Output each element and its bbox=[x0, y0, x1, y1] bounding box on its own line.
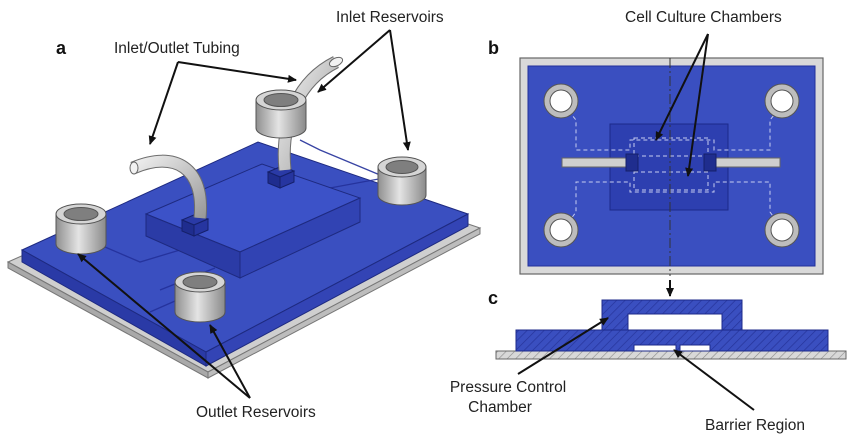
reservoir-bottom bbox=[174, 271, 226, 323]
annotation-arrows-b bbox=[655, 33, 709, 297]
label-pressure-control-line2: Chamber bbox=[468, 399, 532, 416]
label-barrier-region: Barrier Region bbox=[705, 417, 805, 434]
barrier-cavity-right bbox=[679, 344, 711, 352]
tubing-left bbox=[129, 154, 208, 219]
panel-c-letter: c bbox=[488, 288, 498, 308]
label-cell-culture-chambers: Cell Culture Chambers bbox=[625, 9, 782, 26]
label-outlet-reservoirs: Outlet Reservoirs bbox=[196, 404, 316, 421]
annotation-arrows-a bbox=[77, 29, 411, 399]
reservoir-top bbox=[255, 89, 307, 139]
top-view-channels bbox=[559, 99, 787, 235]
top-view-reservoir-bl bbox=[543, 212, 579, 248]
top-view-tubing-right bbox=[703, 153, 781, 172]
panel-a-letter: a bbox=[56, 38, 67, 58]
panel-b-top-view: b Cell Culture Chambers bbox=[488, 9, 824, 297]
top-view-reservoir-tr bbox=[764, 83, 800, 119]
panel-b-letter: b bbox=[488, 38, 499, 58]
label-inlet-reservoirs: Inlet Reservoirs bbox=[336, 9, 444, 26]
pressure-control-chamber bbox=[627, 313, 723, 331]
annotation-arrows-c bbox=[517, 317, 755, 411]
label-pressure-control-line1: Pressure Control bbox=[450, 379, 566, 396]
panel-a-isometric-device: a Inlet/Outlet Tubing Inlet Reservoirs O… bbox=[6, 9, 482, 421]
barrier-cavity-left bbox=[633, 344, 677, 352]
panel-c-cross-section: c Pressure Control Chamber Barrier Regio… bbox=[450, 288, 847, 434]
top-view-reservoir-tl bbox=[543, 83, 579, 119]
top-view-reservoir-br bbox=[764, 212, 800, 248]
top-view-tubing-left bbox=[561, 153, 639, 172]
reservoir-left bbox=[55, 203, 107, 255]
label-inlet-outlet-tubing: Inlet/Outlet Tubing bbox=[114, 40, 240, 57]
reservoir-right bbox=[377, 156, 427, 206]
